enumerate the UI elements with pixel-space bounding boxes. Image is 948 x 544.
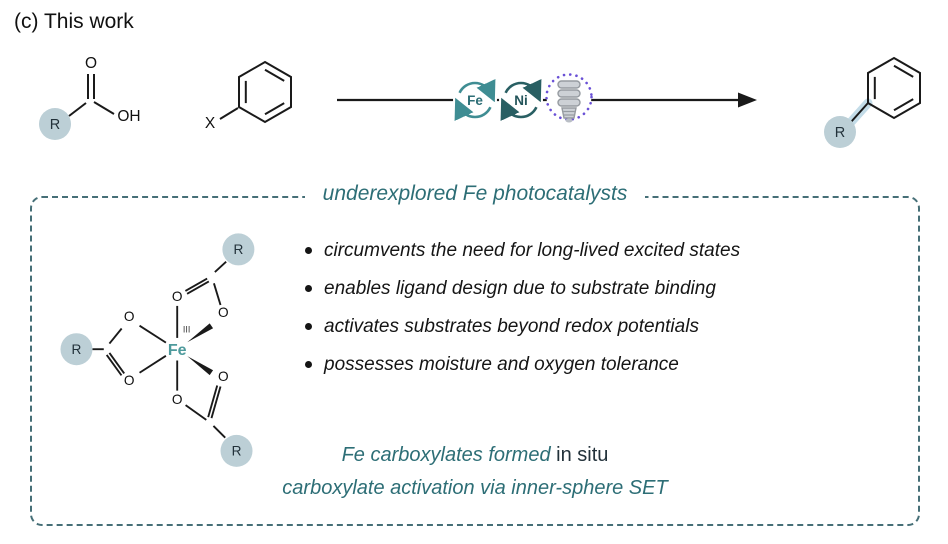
complex-r-circle-left bbox=[60, 333, 93, 366]
ni-cycle-icon: Ni bbox=[499, 78, 543, 122]
bullet-item: possesses moisture and oxygen tolerance bbox=[305, 354, 917, 376]
fe-carboxylate-complex: R R R O O O O O O Fe III bbox=[60, 233, 255, 467]
ni-cycle-label: Ni bbox=[514, 93, 528, 108]
figure-label: (c) This work bbox=[14, 10, 134, 33]
bullet-item: enables ligand design due to substrate b… bbox=[305, 278, 917, 300]
product-bonds bbox=[850, 56, 921, 123]
complex-bonds bbox=[92, 260, 227, 439]
complex-fe-label: Fe bbox=[168, 342, 187, 359]
feature-bullet-list: circumvents the need for long-lived exci… bbox=[305, 240, 917, 391]
footer-line-1-italic: Fe carboxylates formed bbox=[341, 444, 551, 466]
acid-r-circle bbox=[39, 108, 71, 140]
benzene-ring bbox=[238, 60, 292, 124]
complex-o-label: O bbox=[218, 305, 229, 320]
bullet-item: activates substrates beyond redox potent… bbox=[305, 316, 917, 338]
bullet-dot-icon bbox=[305, 360, 312, 368]
halide-x-label: X bbox=[205, 115, 216, 132]
bullet-dot-icon bbox=[305, 247, 312, 254]
complex-r-label: R bbox=[232, 444, 242, 459]
bulb-tip bbox=[565, 118, 573, 123]
bullet-text: activates substrates beyond redox potent… bbox=[324, 315, 699, 337]
aryl-halide-bonds bbox=[219, 60, 292, 124]
complex-o-label: O bbox=[124, 373, 135, 388]
wedge-bond bbox=[187, 323, 214, 343]
acid-r-label: R bbox=[50, 117, 60, 133]
complex-r-label: R bbox=[233, 242, 243, 257]
footer-line-1: Fe carboxylates formed in situ bbox=[30, 444, 920, 467]
fe-cycle-label: Fe bbox=[467, 93, 483, 108]
complex-r-circle-bottom bbox=[220, 434, 253, 467]
acid-bonds bbox=[68, 74, 115, 117]
complex-o-label: O bbox=[124, 309, 135, 324]
bullet-text: circumvents the need for long-lived exci… bbox=[324, 240, 741, 261]
complex-r-circle-top bbox=[222, 233, 255, 266]
complex-o-label: O bbox=[172, 289, 183, 304]
info-box-title: underexplored Fe photocatalysts bbox=[304, 182, 646, 206]
fe-cycle-icon: Fe bbox=[453, 78, 497, 122]
acid-carbonyl-o-label: O bbox=[85, 55, 97, 72]
footer-line-1-roman: in situ bbox=[550, 444, 609, 466]
carboxylic-acid-structure: R O OH bbox=[39, 55, 141, 140]
product-structure: R bbox=[824, 56, 921, 148]
info-box-title-row: underexplored Fe photocatalysts bbox=[30, 182, 920, 206]
complex-r-label: R bbox=[72, 342, 82, 357]
complex-o-label: O bbox=[218, 369, 229, 384]
bullet-dot-icon bbox=[305, 322, 312, 330]
light-bulb-icon bbox=[545, 73, 593, 123]
benzene-ring bbox=[867, 56, 921, 120]
footer-line-2: carboxylate activation via inner-sphere … bbox=[282, 477, 668, 499]
complex-o-label: O bbox=[172, 392, 183, 407]
bullet-text: enables ligand design due to substrate b… bbox=[324, 277, 716, 299]
arrowhead bbox=[738, 92, 757, 108]
wedge-bond bbox=[187, 356, 214, 376]
fe-oxidation-state: III bbox=[183, 324, 190, 334]
bullet-item: circumvents the need for long-lived exci… bbox=[305, 240, 917, 262]
bullet-text: possesses moisture and oxygen tolerance bbox=[324, 353, 679, 375]
aryl-halide-structure: X bbox=[205, 60, 292, 132]
product-r-label: R bbox=[835, 125, 845, 141]
product-r-circle bbox=[824, 116, 856, 148]
acid-oh-label: OH bbox=[117, 108, 140, 125]
bullet-dot-icon bbox=[305, 284, 312, 292]
